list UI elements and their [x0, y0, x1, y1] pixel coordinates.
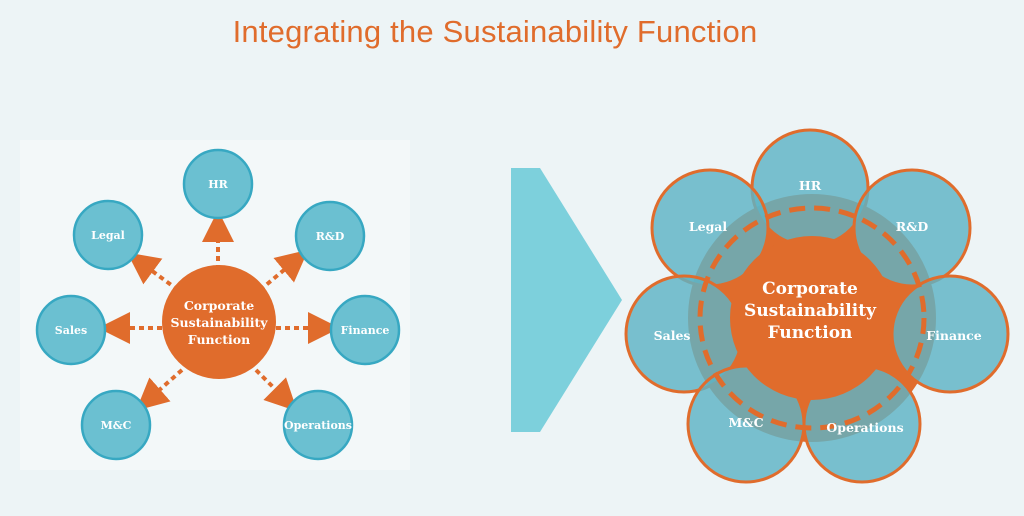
integrated-label-legal: Legal	[689, 219, 728, 234]
label-rnd: R&D	[316, 230, 345, 243]
hub-center-circle	[162, 265, 276, 379]
integrated-label-hr: HR	[799, 178, 822, 193]
spoke-arrows	[98, 210, 340, 412]
label-legal: Legal	[91, 229, 125, 242]
node-operations	[282, 389, 354, 461]
integrated-label-finance: Finance	[926, 328, 982, 343]
arrow-to-rnd	[258, 249, 309, 292]
hub-label-line3: Function	[188, 332, 250, 347]
label-sales: Sales	[55, 324, 87, 337]
node-hr	[182, 148, 254, 220]
hub-spoke-diagram: HR Legal R&D Sales Finance M&C Operation…	[35, 148, 401, 461]
integrated-core-center	[730, 236, 894, 400]
integrated-label-operations: Operations	[826, 420, 903, 435]
arrow-to-legal	[127, 252, 180, 292]
node-finance	[329, 294, 401, 366]
integrated-node-rnd	[852, 168, 972, 288]
integrated-label-sales: Sales	[654, 328, 691, 343]
integrated-dashed-ring	[697, 205, 927, 431]
integrated-label-rnd: R&D	[896, 219, 929, 234]
label-mc: M&C	[101, 419, 132, 432]
slide-title: Integrating the Sustainability Function	[232, 14, 758, 49]
label-finance: Finance	[341, 324, 390, 337]
label-operations: Operations	[284, 419, 352, 432]
arrow-to-mc	[136, 368, 184, 411]
node-mc	[80, 389, 152, 461]
integrated-core-line2: Sustainability	[744, 301, 877, 321]
label-hr: HR	[208, 178, 228, 191]
hub-label-line1: Corporate	[184, 298, 254, 313]
node-legal	[72, 199, 144, 271]
integrated-core-line1: Corporate	[762, 279, 858, 299]
integrated-core-line3: Function	[768, 323, 853, 343]
hub-label-line2: Sustainability	[171, 315, 269, 330]
integrated-label-mc: M&C	[728, 415, 763, 430]
transition-chevron-arrow	[511, 168, 622, 432]
integrated-diagram: HR Legal R&D Sales Finance M&C Operation…	[624, 128, 1010, 484]
arrow-to-operations	[254, 368, 298, 412]
node-rnd	[294, 200, 366, 272]
node-sales	[35, 294, 107, 366]
